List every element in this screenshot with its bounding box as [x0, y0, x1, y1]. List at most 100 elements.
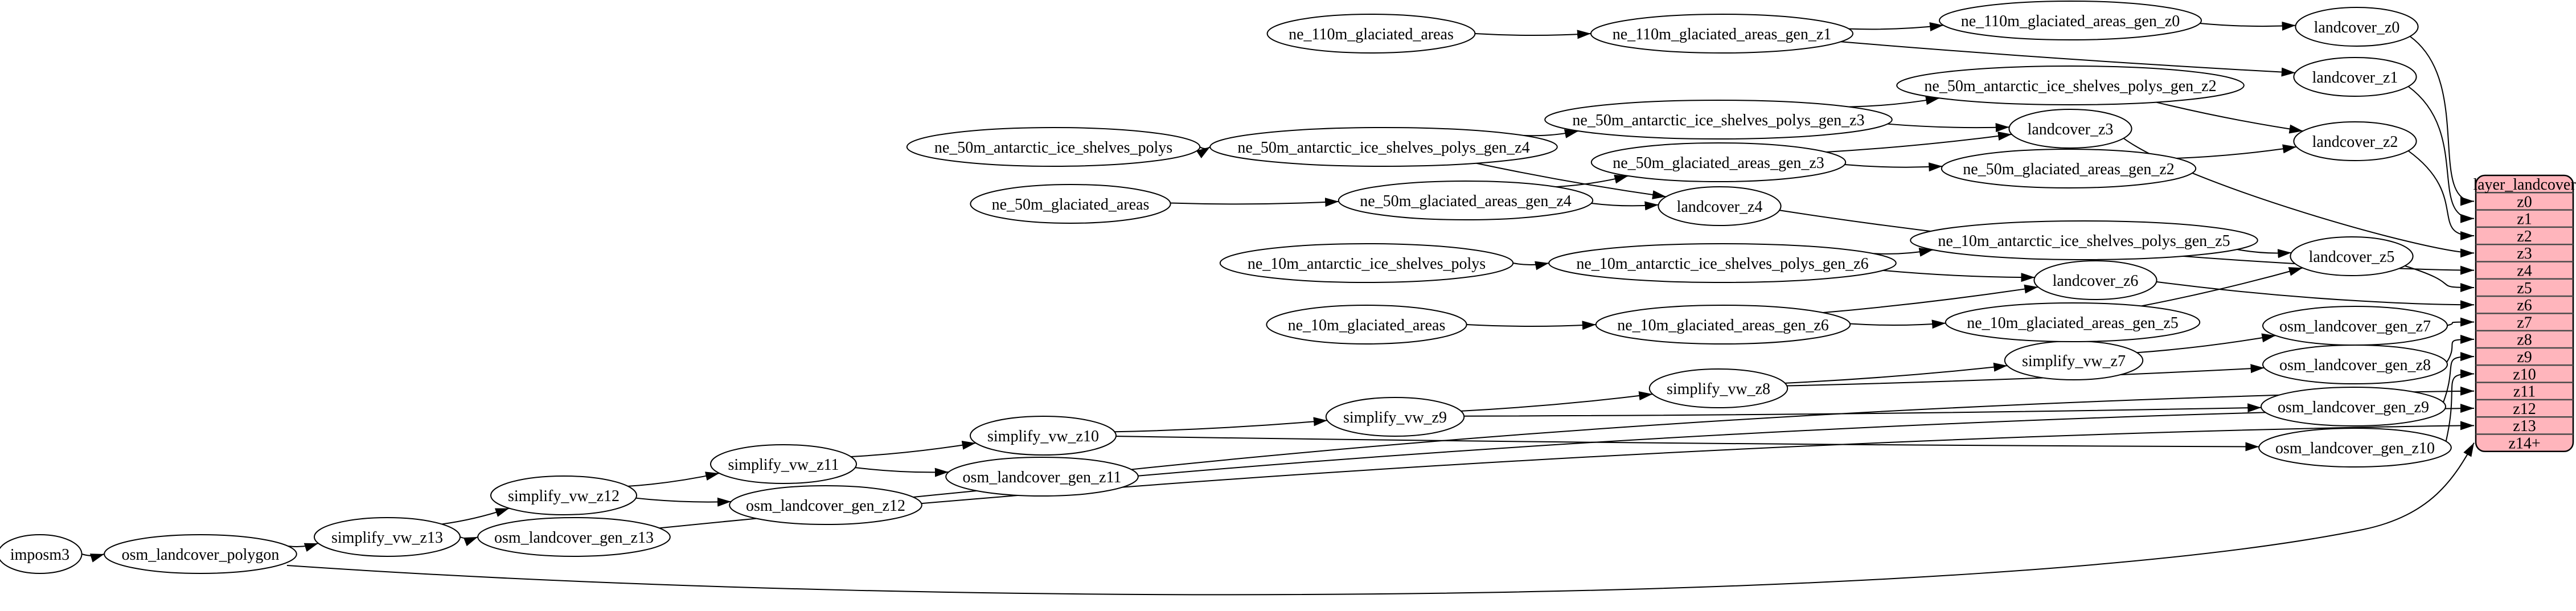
node-label-ne_110m_glaciated_areas_gen_z0: ne_110m_glaciated_areas_gen_z0 — [1961, 13, 2180, 30]
edge-ne_50m_glaciated_areas_gen_z3-to-landcover_z3 — [1826, 132, 2012, 153]
edge-osm_landcover_gen_z7-to-layer_landcover-z7 — [2447, 317, 2475, 327]
node-label-simplify_vw_z8: simplify_vw_z8 — [1667, 380, 1770, 398]
node-ne_10m_glaciated_areas_gen_z5: ne_10m_glaciated_areas_gen_z5 — [1945, 302, 2201, 342]
node-label-ne_10m_antarctic_ice_shelves_polys_gen_z6: ne_10m_antarctic_ice_shelves_polys_gen_z… — [1576, 255, 1868, 273]
node-ellipse-ne_50m_antarctic_ice_shelves_polys_gen_z2 — [1896, 65, 2245, 105]
node-ellipse-ne_110m_glaciated_areas_gen_z1 — [1590, 14, 1853, 54]
edge-ne_10m_glaciated_areas-to-ne_10m_glaciated_areas_gen_z6 — [1466, 321, 1596, 330]
table-row-z12: z12 — [2513, 400, 2536, 418]
table-row-label-z7: z7 — [2517, 314, 2532, 331]
table-row-label-z0: z0 — [2517, 193, 2532, 211]
node-ne_50m_antarctic_ice_shelves_polys_gen_z3: ne_50m_antarctic_ice_shelves_polys_gen_z… — [1544, 100, 1893, 140]
edge-landcover_z6-to-layer_landcover-z6 — [2156, 281, 2475, 310]
node-ellipse-ne_50m_glaciated_areas_gen_z3 — [1590, 142, 1847, 182]
edge-ne_50m_glaciated_areas_gen_z4-to-landcover_z4 — [1591, 201, 1659, 211]
table-row-label-z5: z5 — [2517, 280, 2532, 297]
node-osm_landcover_gen_z8: osm_landcover_gen_z8 — [2262, 345, 2448, 384]
table-row-label-z11: z11 — [2513, 383, 2536, 401]
node-label-simplify_vw_z12: simplify_vw_z12 — [508, 487, 620, 505]
node-landcover_z2: landcover_z2 — [2293, 121, 2417, 161]
table-row-z14+: z14+ — [2508, 434, 2540, 452]
table-row-label-z1: z1 — [2517, 211, 2532, 228]
edge-ne_50m_antarctic_ice_shelves_polys_gen_z4-to-ne_50m_antarctic_ice_shelves_polys_gen_z3 — [1523, 129, 1579, 138]
edge-simplify_vw_z10-to-osm_landcover_gen_z10 — [1115, 436, 2259, 452]
node-label-ne_50m_antarctic_ice_shelves_polys_gen_z2: ne_50m_antarctic_ice_shelves_polys_gen_z… — [1924, 77, 2216, 95]
node-ne_10m_antarctic_ice_shelves_polys_gen_z5: ne_10m_antarctic_ice_shelves_polys_gen_z… — [1910, 220, 2258, 260]
edge-osm_landcover_gen_z10-to-layer_landcover-z10 — [2445, 369, 2475, 442]
edge-ne_10m_antarctic_ice_shelves_polys-to-ne_10m_antarctic_ice_shelves_polys_gen_z6 — [1513, 261, 1549, 270]
node-label-landcover_z3: landcover_z3 — [2028, 121, 2114, 138]
node-ellipse-osm_landcover_gen_z9 — [2261, 387, 2446, 427]
node-ne_50m_glaciated_areas_gen_z3: ne_50m_glaciated_areas_gen_z3 — [1590, 142, 1847, 182]
node-label-simplify_vw_z9: simplify_vw_z9 — [1343, 409, 1447, 427]
node-ellipse-osm_landcover_gen_z12 — [729, 485, 922, 525]
edge-ne_10m_glaciated_areas_gen_z6-to-ne_10m_glaciated_areas_gen_z5 — [1849, 319, 1946, 329]
table-row-label-z14+: z14+ — [2508, 434, 2540, 452]
node-landcover_z5: landcover_z5 — [2290, 236, 2414, 276]
node-label-ne_10m_glaciated_areas_gen_z6: ne_10m_glaciated_areas_gen_z6 — [1617, 317, 1829, 334]
node-ellipse-simplify_vw_z13 — [314, 517, 461, 557]
edge-landcover_z5-to-layer_landcover-z5 — [2405, 265, 2475, 292]
table-row-z13: z13 — [2513, 417, 2536, 435]
edge-ne_10m_glaciated_areas_gen_z5-to-landcover_z5 — [2141, 267, 2303, 307]
edge-simplify_vw_z9-to-simplify_vw_z8 — [1461, 391, 1653, 412]
table-row-label-z3: z3 — [2517, 245, 2532, 263]
node-ellipse-simplify_vw_z9 — [1325, 397, 1465, 437]
node-ne_110m_glaciated_areas_gen_z1: ne_110m_glaciated_areas_gen_z1 — [1590, 14, 1853, 54]
node-label-ne_10m_antarctic_ice_shelves_polys_gen_z5: ne_10m_antarctic_ice_shelves_polys_gen_z… — [1938, 232, 2230, 250]
edge-ne_50m_glaciated_areas_gen_z3-to-ne_50m_glaciated_areas_gen_z2 — [1844, 162, 1943, 172]
node-ellipse-ne_10m_antarctic_ice_shelves_polys_gen_z6 — [1548, 243, 1897, 283]
node-label-osm_landcover_gen_z12: osm_landcover_gen_z12 — [746, 497, 905, 515]
node-ne_110m_glaciated_areas_gen_z0: ne_110m_glaciated_areas_gen_z0 — [1939, 1, 2202, 40]
edge-landcover_z2-to-layer_landcover-z2 — [2408, 150, 2475, 241]
node-ne_10m_glaciated_areas: ne_10m_glaciated_areas — [1266, 305, 1467, 345]
node-simplify_vw_z10: simplify_vw_z10 — [970, 416, 1117, 456]
node-label-osm_landcover_gen_z10: osm_landcover_gen_z10 — [2275, 440, 2435, 457]
node-ellipse-simplify_vw_z10 — [970, 416, 1117, 456]
node-ellipse-ne_10m_antarctic_ice_shelves_polys — [1219, 243, 1514, 283]
node-landcover_z1: landcover_z1 — [2293, 57, 2417, 97]
node-simplify_vw_z9: simplify_vw_z9 — [1325, 397, 1465, 437]
edge-simplify_vw_z12-to-simplify_vw_z11 — [627, 471, 720, 487]
node-ellipse-osm_landcover_gen_z11 — [945, 457, 1139, 497]
node-osm_landcover_gen_z7: osm_landcover_gen_z7 — [2262, 306, 2448, 346]
edge-osm_landcover_gen_z8-to-layer_landcover-z8 — [2446, 334, 2475, 363]
node-label-ne_50m_glaciated_areas_gen_z3: ne_50m_glaciated_areas_gen_z3 — [1613, 154, 1824, 172]
edge-ne_10m_antarctic_ice_shelves_polys_gen_z5-to-landcover_z5 — [2237, 249, 2292, 259]
edge-simplify_vw_z11-to-osm_landcover_gen_z11 — [855, 467, 949, 477]
table-row-z10: z10 — [2513, 366, 2536, 383]
node-label-osm_landcover_gen_z9: osm_landcover_gen_z9 — [2278, 399, 2429, 416]
table-row-z6: z6 — [2517, 297, 2532, 314]
node-osm_landcover_gen_z12: osm_landcover_gen_z12 — [729, 485, 922, 525]
table-row-z2: z2 — [2517, 228, 2532, 245]
edge-ne_10m_glaciated_areas_gen_z6-to-landcover_z6 — [1823, 284, 2038, 314]
node-label-ne_110m_glaciated_areas: ne_110m_glaciated_areas — [1289, 26, 1454, 43]
node-landcover_z4: landcover_z4 — [1658, 186, 1782, 226]
node-label-landcover_z0: landcover_z0 — [2314, 19, 2400, 36]
node-ellipse-osm_landcover_gen_z13 — [477, 517, 671, 557]
node-label-ne_10m_glaciated_areas: ne_10m_glaciated_areas — [1288, 317, 1446, 334]
table-row-label-z6: z6 — [2517, 297, 2532, 314]
node-ellipse-simplify_vw_z12 — [490, 475, 637, 515]
edge-simplify_vw_z11-to-simplify_vw_z10 — [851, 440, 976, 458]
edge-ne_50m_antarctic_ice_shelves_polys_gen_z3-to-landcover_z3 — [1887, 122, 2009, 132]
edge-imposm3-to-osm_landcover_polygon — [81, 553, 105, 563]
node-ne_10m_glaciated_areas_gen_z6: ne_10m_glaciated_areas_gen_z6 — [1595, 305, 1851, 345]
table-row-label-z13: z13 — [2513, 417, 2536, 435]
node-label-osm_landcover_gen_z7: osm_landcover_gen_z7 — [2279, 318, 2431, 335]
edge-ne_10m_antarctic_ice_shelves_polys_gen_z6-to-landcover_z6 — [1882, 269, 2035, 282]
node-label-simplify_vw_z13: simplify_vw_z13 — [331, 529, 443, 547]
node-simplify_vw_z13: simplify_vw_z13 — [314, 517, 461, 557]
node-label-landcover_z5: landcover_z5 — [2309, 248, 2395, 266]
node-ellipse-ne_10m_glaciated_areas_gen_z6 — [1595, 305, 1851, 345]
node-simplify_vw_z12: simplify_vw_z12 — [490, 475, 637, 515]
node-ellipse-ne_110m_glaciated_areas_gen_z0 — [1939, 1, 2202, 40]
edge-landcover_z0-to-layer_landcover-z0 — [2410, 36, 2475, 206]
node-ellipse-ne_50m_glaciated_areas_gen_z2 — [1941, 149, 2197, 188]
edge-osm_landcover_gen_z12-to-layer_landcover-z12 — [913, 404, 2475, 498]
table-row-label-z9: z9 — [2517, 348, 2532, 366]
edge-simplify_vw_z9-to-osm_landcover_gen_z9 — [1464, 403, 2262, 417]
node-label-ne_50m_antarctic_ice_shelves_polys_gen_z3: ne_50m_antarctic_ice_shelves_polys_gen_z… — [1572, 112, 1864, 129]
